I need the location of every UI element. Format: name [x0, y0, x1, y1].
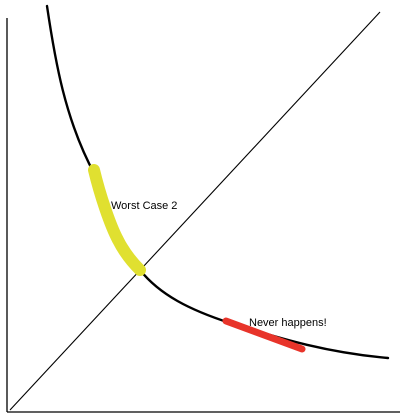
diagonal-line [9, 11, 381, 411]
worst-case-label: Worst Case 2 [111, 200, 177, 212]
never-happens-label: Never happens! [249, 317, 327, 329]
never-happens-highlight [222, 317, 306, 353]
worst-case-highlight [88, 164, 146, 276]
